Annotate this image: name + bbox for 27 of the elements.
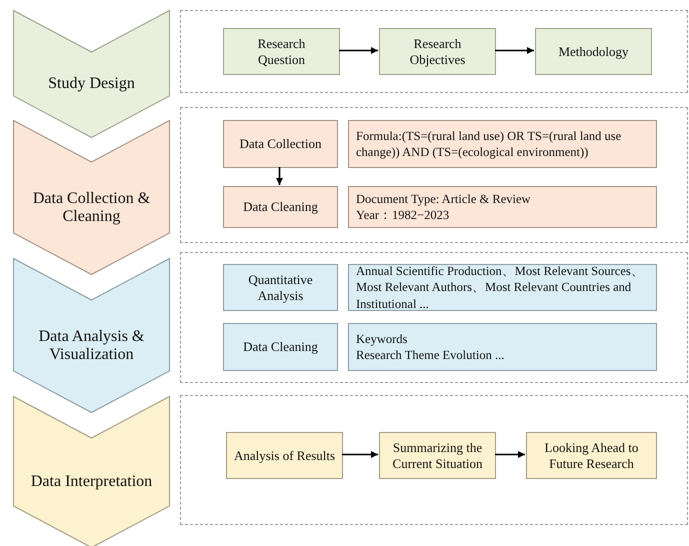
process-box: Methodology bbox=[535, 28, 652, 75]
process-box: Data Cleaning bbox=[223, 323, 338, 371]
process-box: Quantitative Analysis bbox=[223, 264, 338, 311]
process-box: Looking Ahead to Future Research bbox=[526, 432, 657, 479]
detail-box: Annual Scientific Production、Most Relevant Sources、Most Relevant Authors、Most Relevant Countries and Institutional ... bbox=[348, 264, 657, 311]
process-box: Analysis of Results bbox=[226, 432, 343, 479]
stage-label: Data Analysis & Visualization bbox=[38, 328, 146, 364]
stage-label: Data Interpretation bbox=[30, 473, 154, 491]
dashed-panel bbox=[180, 252, 688, 383]
process-box: Summarizing the Current Situation bbox=[379, 432, 496, 479]
detail-box: Document Type: Article & Review Year：1982−2023 bbox=[348, 186, 657, 228]
detail-box: Keywords Research Theme Evolution ... bbox=[348, 323, 657, 371]
dashed-panel bbox=[180, 107, 688, 243]
detail-box: Formula:(TS=(rural land use) OR TS=(rural land use change)) AND (TS=(ecological environment)) bbox=[348, 120, 657, 168]
process-box: Data Collection bbox=[223, 120, 338, 168]
stage-label: Study Design bbox=[47, 75, 136, 93]
stage-label: Data Collection & Cleaning bbox=[32, 190, 152, 226]
dashed-panel bbox=[180, 395, 688, 525]
arrow bbox=[495, 47, 534, 54]
arrow bbox=[339, 47, 378, 54]
arrow bbox=[495, 451, 525, 458]
process-box: Research Question bbox=[223, 28, 340, 75]
dashed-panel bbox=[180, 10, 688, 93]
arrow bbox=[342, 451, 378, 458]
process-box: Research Objectives bbox=[379, 28, 496, 75]
process-box: Data Cleaning bbox=[223, 186, 338, 228]
arrow bbox=[276, 167, 283, 185]
